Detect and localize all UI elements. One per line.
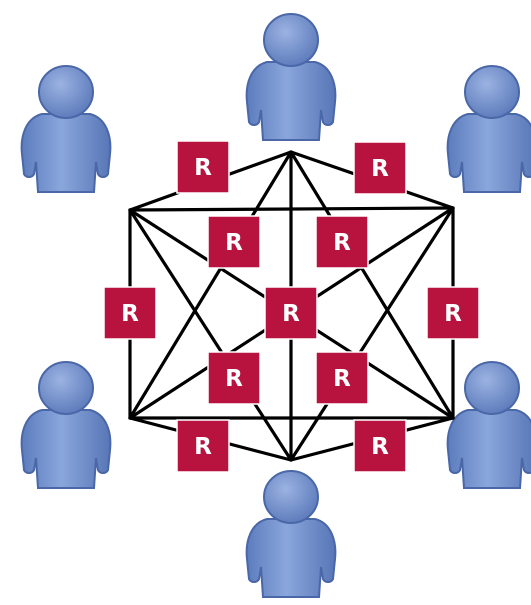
relay-label: R: [225, 230, 243, 256]
relay-box: [207, 215, 261, 269]
user-icon: [20, 361, 112, 489]
user-icon: [245, 13, 337, 141]
relay-inner-lower-left: R: [207, 351, 261, 405]
relay-center: R: [264, 286, 318, 340]
person-lower-right: [446, 361, 531, 489]
relay-box: [315, 215, 369, 269]
relay-label: R: [444, 301, 462, 327]
person-lower-left: [20, 361, 112, 489]
relay-inner-upper-right: R: [315, 215, 369, 269]
relay-box: [353, 141, 407, 195]
relay-box: [103, 286, 157, 340]
user-icon: [446, 361, 531, 489]
relay-box: [353, 419, 407, 473]
relay-left: R: [103, 286, 157, 340]
person-top: [245, 13, 337, 141]
relay-bottom-lower-left: R: [176, 419, 230, 473]
relay-label: R: [121, 301, 139, 327]
user-icon: [245, 470, 337, 598]
person-bottom: [245, 470, 337, 598]
edge-top-lower-right: [289, 150, 455, 420]
relay-box: [176, 140, 230, 194]
relay-top-upper-left: R: [176, 140, 230, 194]
edge-upper-left-upper-right: [128, 206, 455, 212]
relay-box: [426, 286, 480, 340]
relay-box: [315, 351, 369, 405]
relay-label: R: [333, 366, 351, 392]
user-icon: [446, 65, 531, 193]
relay-bottom-lower-right: R: [353, 419, 407, 473]
relay-right: R: [426, 286, 480, 340]
user-icon: [20, 65, 112, 193]
relay-box: [264, 286, 318, 340]
person-upper-right: [446, 65, 531, 193]
relays-layer: R R R R R R R R R R R: [103, 140, 480, 473]
people-layer: [20, 13, 531, 598]
relay-label: R: [371, 156, 389, 182]
relay-label: R: [225, 366, 243, 392]
edge-top-lower-left: [128, 150, 293, 420]
relay-label: R: [194, 155, 212, 181]
relay-box: [207, 351, 261, 405]
relay-top-upper-right: R: [353, 141, 407, 195]
relay-label: R: [371, 434, 389, 460]
relay-label: R: [282, 301, 300, 327]
relay-box: [176, 419, 230, 473]
person-upper-left: [20, 65, 112, 193]
relay-label: R: [194, 434, 212, 460]
relay-inner-lower-right: R: [315, 351, 369, 405]
relay-inner-upper-left: R: [207, 215, 261, 269]
relay-label: R: [333, 230, 351, 256]
